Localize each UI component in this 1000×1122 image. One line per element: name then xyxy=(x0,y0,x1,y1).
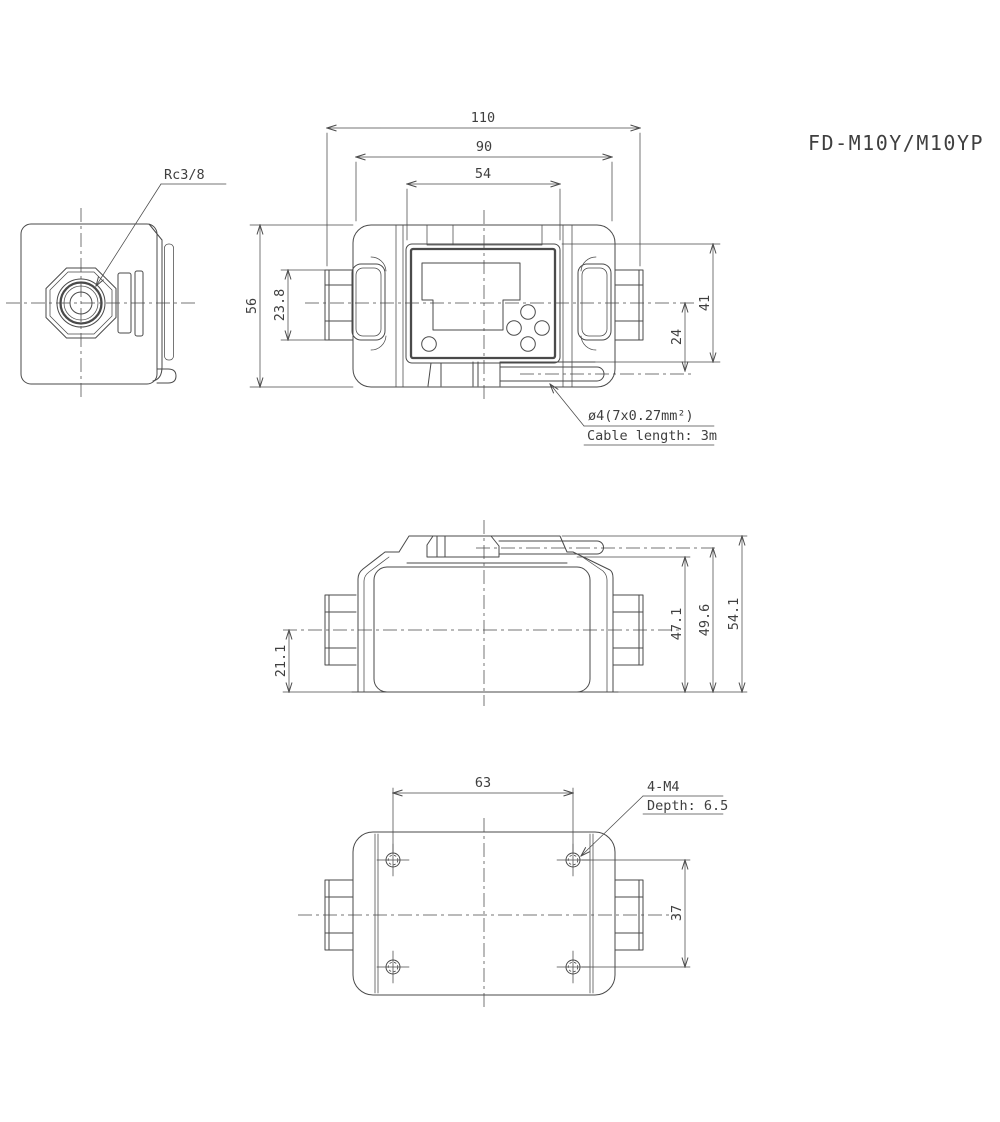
model-title: FD-M10Y/M10YP xyxy=(808,131,984,155)
dim-fitting-across-flats: 23.8 xyxy=(272,270,327,340)
port-octagon-outer xyxy=(45,267,117,339)
dim-21-1-label: 21.1 xyxy=(273,645,289,678)
mounting-hole-depth-label: Depth: 6.5 xyxy=(647,798,728,814)
dim-overall-depth: 56 xyxy=(244,225,354,387)
top-view-right-hex-fitting xyxy=(614,269,644,341)
button-up xyxy=(520,304,536,320)
port-thread-label: Rc3/8 xyxy=(164,167,205,183)
bottom-view: 63 37 4-M4 Depth: 6.5 xyxy=(298,775,728,1008)
dim-cable-axis-offset: 24 xyxy=(669,303,685,371)
front-view-cover-left xyxy=(357,551,400,693)
left-view-clamp-strip xyxy=(134,270,144,337)
button-left xyxy=(506,320,522,336)
dim-display-height: 41 xyxy=(561,244,721,362)
dim-41-label: 41 xyxy=(697,295,713,311)
display-outer-frame xyxy=(405,243,561,364)
cable-spec-label: ø4(7x0.27mm²) xyxy=(588,408,694,424)
dim-body-width: 90 xyxy=(356,139,612,222)
button-right xyxy=(534,320,550,336)
front-elevation-view: 21.1 47.1 49.6 54.1 xyxy=(273,520,748,706)
cable-callout: ø4(7x0.27mm²) Cable length: 3m xyxy=(550,384,717,446)
dim-hole-pitch-depth: 37 xyxy=(581,860,691,967)
dim-47-1-label: 47.1 xyxy=(669,608,685,641)
top-view-left-hex-fitting xyxy=(324,269,354,341)
dim-body-top-height: 47.1 xyxy=(576,557,748,692)
dim-37-label: 37 xyxy=(669,905,685,921)
mounting-hole-bottom-left xyxy=(376,950,410,984)
top-view-panel-seams xyxy=(395,224,573,388)
display-bezel xyxy=(409,247,557,360)
button-mode xyxy=(421,336,437,352)
front-view-cover-inner-left xyxy=(363,556,390,693)
mounting-hole-callout: 4-M4 Depth: 6.5 xyxy=(581,779,728,856)
mounting-hole-label: 4-M4 xyxy=(647,779,680,795)
dim-54-label: 54 xyxy=(475,166,491,182)
dim-24-label: 24 xyxy=(669,329,685,345)
dim-90-label: 90 xyxy=(476,139,492,155)
bottom-view-panel-seams xyxy=(374,833,594,994)
dim-110-label: 110 xyxy=(471,110,495,126)
dim-hole-pitch-width: 63 xyxy=(393,775,573,853)
left-view-body xyxy=(20,223,158,385)
left-pipe-clamp xyxy=(351,256,387,351)
dim-pipe-axis-height: 21.1 xyxy=(273,630,353,692)
port-thread-leader xyxy=(96,183,162,286)
dim-display-width: 54 xyxy=(407,166,560,241)
front-view-cable-tube xyxy=(498,540,604,555)
dim-overall-width: 110 xyxy=(327,110,640,267)
cable-leader xyxy=(550,384,585,427)
mounting-hole-leader xyxy=(581,795,644,856)
left-view-back-edge xyxy=(148,223,163,382)
top-plan-view: 110 90 54 56 23.8 41 24 xyxy=(244,110,721,446)
right-pipe-clamp xyxy=(577,256,612,351)
left-view-plate-edge xyxy=(164,243,174,361)
cable-length-label: Cable length: 3m xyxy=(587,428,717,444)
dim-overall-height: 54.1 xyxy=(561,536,748,692)
front-view-top-plate xyxy=(398,535,574,553)
left-view-bottom-tab xyxy=(156,368,177,384)
front-view-body xyxy=(373,566,591,693)
dim-23-8-label: 23.8 xyxy=(272,289,288,322)
dim-cable-axis-height: 49.6 xyxy=(697,548,713,692)
port-thread-callout: Rc3/8 xyxy=(96,167,227,286)
cable-gland-block xyxy=(426,535,500,558)
left-side-view: Rc3/8 xyxy=(6,167,227,398)
dim-63-label: 63 xyxy=(475,775,491,791)
front-view-cover-inner-right xyxy=(580,555,608,693)
top-view-connector-hidden xyxy=(426,224,543,246)
lcd-window xyxy=(421,262,521,331)
dim-56-label: 56 xyxy=(244,298,260,314)
dim-54-1-label: 54.1 xyxy=(726,598,742,631)
front-view-cover-right xyxy=(572,551,614,693)
button-down xyxy=(520,336,536,352)
dim-49-6-label: 49.6 xyxy=(697,604,713,637)
